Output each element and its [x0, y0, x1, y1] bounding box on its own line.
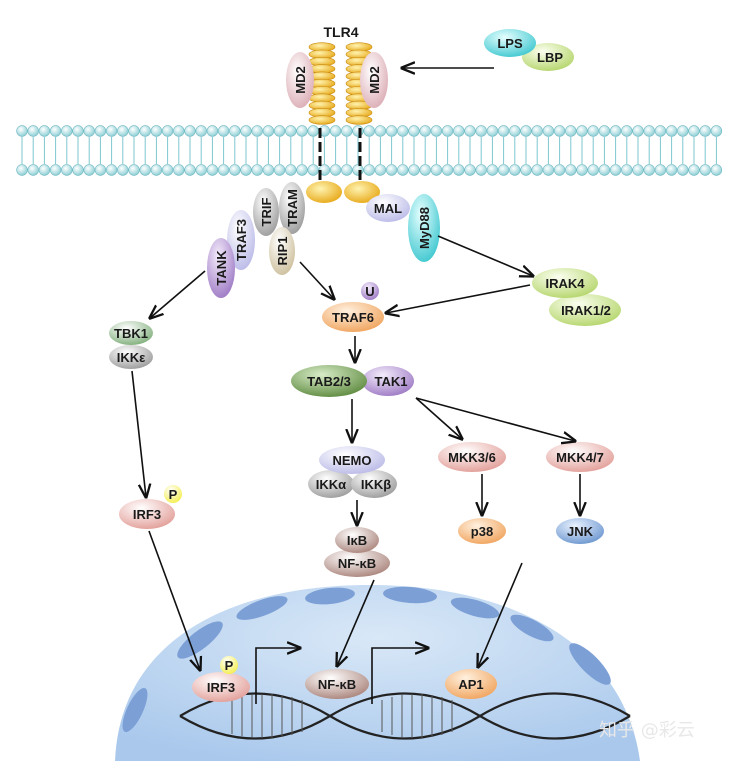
phospho-nucleus [220, 656, 238, 674]
irak4 [532, 268, 598, 298]
tank-label: TANK [214, 250, 229, 286]
ubiquitin-label: U [365, 284, 374, 299]
adaptors: MAL MyD88 TRAM TRIF TRAF3 TANK RIP1 [207, 182, 440, 298]
ikka-label: IKKα [316, 477, 346, 492]
tak1-label: TAK1 [375, 374, 408, 389]
md2-left [286, 52, 314, 108]
arrow-jnk-to-ap1 [478, 562, 523, 667]
transcription-arrow-1 [255, 648, 300, 704]
trif [253, 188, 279, 236]
arrow-myd88-to-irak4 [437, 235, 533, 276]
ligand-complex: LPS LBP [484, 29, 574, 71]
tak1 [362, 366, 414, 396]
arrow-irak-to-traf6 [386, 284, 531, 313]
lps-label: LPS [497, 36, 523, 51]
dna-helix [179, 692, 631, 740]
nucleus-body [115, 585, 640, 761]
nfkb-cytoplasm [324, 549, 390, 577]
traf6-label: TRAF6 [332, 310, 374, 325]
tlr4-label: TLR4 [324, 24, 359, 40]
nemo [319, 446, 385, 474]
tab23-label: TAB2/3 [307, 374, 351, 389]
tlr4-left-chain [308, 42, 336, 125]
lbp-label: LBP [537, 50, 563, 65]
irf3-cytoplasm-label: IRF3 [133, 507, 161, 522]
ubiquitin [361, 282, 379, 300]
mkk36 [438, 442, 506, 472]
ikka [308, 470, 354, 498]
tir-domain-right [344, 181, 380, 203]
nuclear-pores [122, 586, 611, 733]
tbk1 [109, 321, 153, 345]
lps [484, 29, 536, 57]
irak4-label: IRAK4 [545, 276, 585, 291]
phospho-nucleus-label: P [225, 658, 234, 673]
nucleus [115, 585, 640, 761]
irf3-cytoplasm [119, 499, 175, 529]
tlr4-receptor: TLR4 MD2 MD2 [286, 24, 388, 203]
nemo-label: NEMO [333, 453, 372, 468]
irf3-nucleus [192, 672, 250, 702]
nuclear-factors: IRF3 P NF-κB AP1 [192, 656, 497, 702]
phospho-cytoplasm-label: P [169, 487, 178, 502]
arrow-irf3-to-nucleus [148, 530, 200, 670]
mal-label: MAL [374, 201, 402, 216]
arrow-tak1-to-mkk36 [415, 397, 462, 439]
mkk47 [546, 442, 614, 472]
tram [279, 182, 305, 234]
md2-right-label: MD2 [367, 66, 382, 93]
irak12-label: IRAK1/2 [561, 303, 611, 318]
myd88-label: MyD88 [417, 207, 432, 249]
jnk [556, 518, 604, 544]
mkk36-label: MKK3/6 [448, 450, 496, 465]
traf3 [227, 210, 255, 270]
tram-label: TRAM [285, 189, 300, 227]
ikb-label: IκB [347, 533, 367, 548]
tir-domain-left [306, 181, 342, 203]
ikb [335, 527, 379, 553]
traf6 [322, 302, 384, 332]
mal [366, 194, 410, 222]
irf3-nucleus-label: IRF3 [207, 680, 235, 695]
rip1-label: RIP1 [275, 237, 290, 266]
jnk-label: JNK [567, 524, 594, 539]
p38-label: p38 [471, 524, 493, 539]
traf3-label: TRAF3 [234, 219, 249, 261]
irak12 [549, 294, 621, 326]
nfkb-cytoplasm-label: NF-κB [338, 556, 376, 571]
myd88 [408, 194, 440, 262]
md2-right [360, 52, 388, 108]
arrow-tank-to-tbk1 [150, 270, 206, 318]
arrow-ikke-to-irf3 [131, 370, 146, 497]
tank [207, 238, 235, 298]
kinase-nodes: IRAK4 IRAK1/2 TRAF6 U TBK1 IKKε TAB2/3 T… [109, 268, 621, 577]
ikkb [351, 470, 397, 498]
cell-membrane [16, 125, 723, 176]
ikkb-label: IKKβ [361, 477, 391, 492]
ap1 [445, 669, 497, 699]
ikke [109, 345, 153, 369]
tab23 [291, 365, 367, 397]
ap1-label: AP1 [458, 677, 483, 692]
ikke-label: IKKε [117, 350, 146, 365]
trif-label: TRIF [259, 198, 274, 227]
md2-left-label: MD2 [293, 66, 308, 93]
p38 [458, 518, 506, 544]
rip1 [269, 227, 295, 275]
lbp [522, 43, 574, 71]
phospho-cytoplasm [164, 485, 182, 503]
nfkb-nucleus-label: NF-κB [318, 677, 356, 692]
transcription-arrow-2 [371, 648, 428, 704]
mkk47-label: MKK4/7 [556, 450, 604, 465]
nfkb-nucleus [305, 669, 369, 699]
signaling-arrows [131, 235, 580, 670]
arrow-nfkb-to-nucleus [337, 579, 375, 666]
watermark: 知乎 @彩云 [599, 720, 695, 741]
arrow-tak1-to-mkk47 [415, 397, 575, 441]
tbk1-label: TBK1 [114, 326, 148, 341]
arrow-trif-to-traf6 [299, 261, 334, 299]
